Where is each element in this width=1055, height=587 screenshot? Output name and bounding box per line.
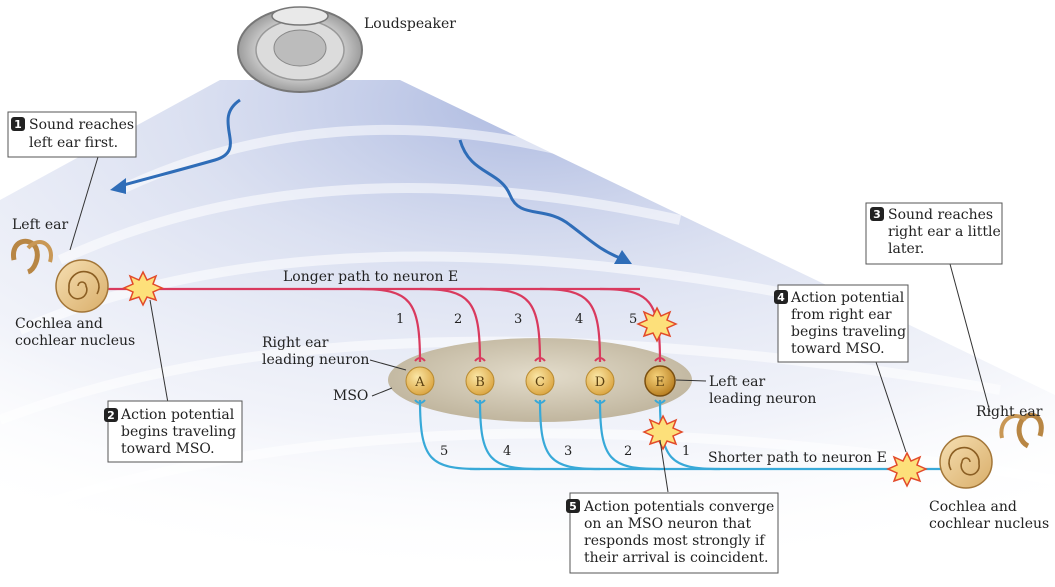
left-cochlea-label-1: Cochlea and [15, 316, 103, 332]
neuron-e: E [644, 365, 676, 397]
right-ear-axon [418, 399, 950, 471]
text-label: later. [888, 241, 924, 257]
text-label: Sound reaches [29, 117, 134, 133]
text-label: B [475, 375, 485, 390]
neuron-c: C [525, 366, 555, 396]
callout-5: 5 Action potentials converge on an MSO n… [566, 492, 779, 574]
right-ear-icon [939, 412, 1044, 489]
text-label: Action potentials converge [583, 499, 774, 515]
text-label: C [535, 375, 545, 390]
callout-1: 1 Sound reaches left ear first. [7, 111, 137, 158]
loudspeaker-icon [237, 6, 363, 93]
right-leading-label-2: leading neuron [262, 352, 369, 368]
text-label: left ear first. [29, 135, 118, 151]
longer-path-label: Longer path to neuron E [283, 269, 458, 285]
text-label: E [655, 375, 665, 390]
left-synapses [414, 357, 666, 362]
right-cochlea-label-2: cochlear nucleus [929, 516, 1049, 532]
text-label: on an MSO neuron that [584, 516, 751, 532]
mso-label: MSO [333, 388, 368, 404]
callout-leaders [69, 156, 991, 493]
burst-right-ear [886, 451, 928, 488]
burst-neuron-e-left [636, 306, 678, 343]
sound-arrow-left [110, 98, 241, 194]
sound-wave-rings [0, 124, 1055, 525]
right-leading-leader [369, 359, 407, 371]
mso-leader [371, 387, 393, 397]
text-label: right ear a little [888, 224, 1001, 240]
text-label: their arrival is coincident. [584, 550, 768, 566]
text-label: responds most strongly if [584, 533, 766, 549]
text-label: Action potential [120, 407, 235, 423]
text-label: toward MSO. [121, 441, 215, 457]
top-number: 1 [396, 312, 404, 327]
left-ear-icon [11, 238, 109, 313]
left-leading-leader [675, 379, 707, 382]
text-label: begins traveling [791, 324, 906, 340]
right-synapses [414, 399, 666, 404]
text-label: from right ear [791, 307, 892, 323]
text-label: Sound reaches [888, 207, 993, 223]
neuron-b: B [465, 366, 495, 396]
loudspeaker-label: Loudspeaker [364, 16, 456, 32]
top-number: 5 [629, 312, 637, 327]
bottom-number: 1 [682, 444, 690, 459]
right-ear-label: Right ear [976, 404, 1043, 420]
top-number: 4 [575, 312, 583, 327]
right-leading-label-1: Right ear [262, 335, 329, 351]
text-label: 1 [14, 118, 22, 131]
text-label: D [595, 375, 605, 390]
callout-3: 3 Sound reaches right ear a little later… [865, 202, 1003, 265]
left-ear-label: Left ear [12, 217, 68, 233]
left-cochlea-label-2: cochlear nucleus [15, 333, 135, 349]
burst-neuron-e-right [642, 414, 684, 451]
shorter-path-label: Shorter path to neuron E [708, 450, 887, 466]
left-ear-axon [100, 287, 662, 363]
left-leading-label-2: leading neuron [709, 391, 816, 407]
bottom-number: 3 [564, 444, 572, 459]
text-label: Action potential [790, 290, 905, 306]
text-label: 5 [569, 500, 577, 513]
top-number: 3 [514, 312, 522, 327]
callout-2: 2 Action potential begins traveling towa… [104, 400, 243, 463]
text-label: 4 [777, 291, 785, 304]
neuron-a: A [405, 366, 435, 396]
right-cochlea-label-1: Cochlea and [929, 499, 1017, 515]
bottom-number: 5 [440, 444, 448, 459]
text-label: toward MSO. [791, 341, 885, 357]
sound-arrow-right [458, 139, 632, 264]
bottom-number: 4 [503, 444, 511, 459]
text-label: A [414, 375, 425, 390]
top-number: 2 [454, 312, 462, 327]
bottom-number: 2 [624, 444, 632, 459]
burst-left-ear [122, 270, 164, 307]
text-label: 3 [873, 208, 881, 221]
callout-4: 4 Action potential from right ear begins… [774, 284, 909, 363]
left-leading-label-1: Left ear [709, 374, 765, 390]
text-label: 2 [107, 409, 115, 422]
text-label: begins traveling [121, 424, 236, 440]
neuron-d: D [585, 366, 615, 396]
